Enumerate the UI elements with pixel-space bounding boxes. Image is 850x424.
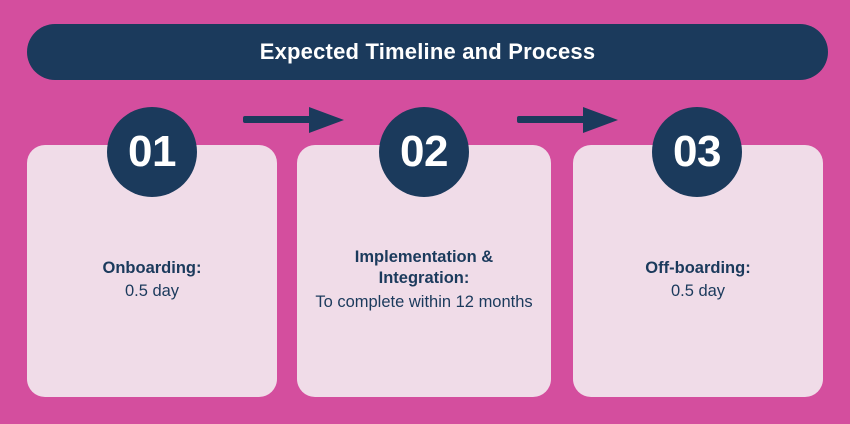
step-card-2-heading: Implementation & Integration: xyxy=(354,248,494,288)
step-card-2-detail: To complete within 12 months xyxy=(315,292,533,311)
step-card-1-heading: Onboarding: xyxy=(102,258,202,277)
arrow-right-icon xyxy=(243,105,345,135)
step-badge-2: 02 xyxy=(379,107,469,197)
step-badge-1-number: 01 xyxy=(128,127,176,176)
step-card-1-body: Onboarding: 0.5 day xyxy=(41,258,263,302)
step-card-3-body: Off-boarding: 0.5 day xyxy=(587,258,809,302)
page-title: Expected Timeline and Process xyxy=(259,39,596,64)
arrow-right-icon xyxy=(517,105,619,135)
page-title-banner: Expected Timeline and Process xyxy=(27,24,828,80)
step-badge-2-number: 02 xyxy=(400,127,448,176)
step-card-3-detail: 0.5 day xyxy=(670,282,726,300)
step-card-2-body: Implementation & Integration: To complet… xyxy=(311,247,537,312)
step-badge-1: 01 xyxy=(107,107,197,197)
step-card-1-detail: 0.5 day xyxy=(124,282,180,300)
step-card-3-heading: Off-boarding: xyxy=(645,258,751,277)
step-badge-3: 03 xyxy=(652,107,742,197)
step-card-2: Implementation & Integration: To complet… xyxy=(297,145,551,397)
step-badge-3-number: 03 xyxy=(673,127,721,176)
